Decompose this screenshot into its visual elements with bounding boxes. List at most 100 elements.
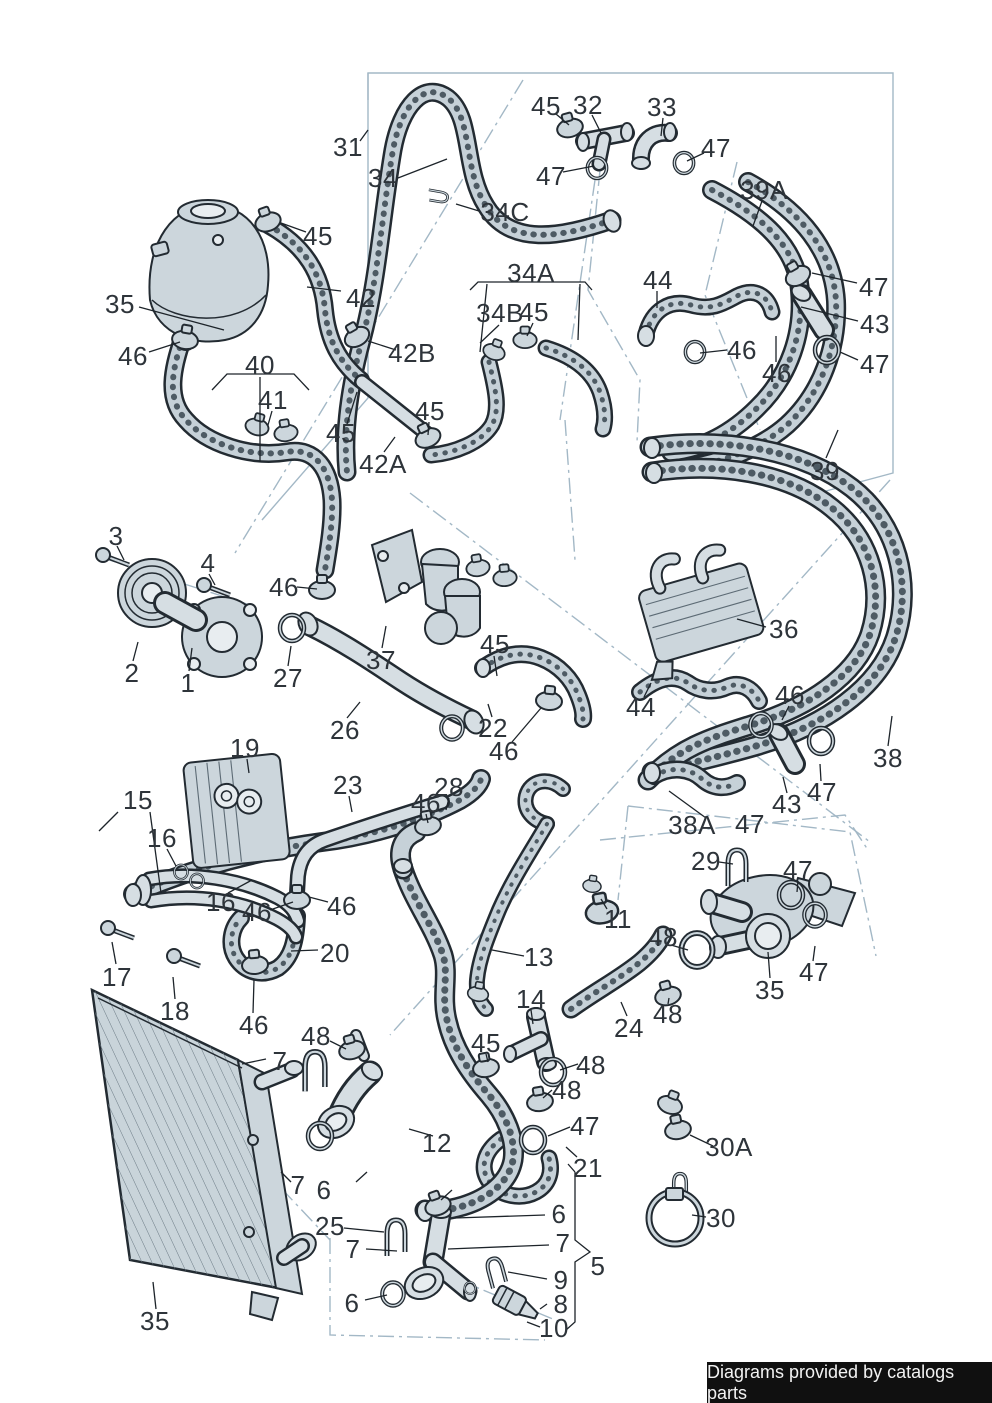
part-label-42: 42 [346,283,376,313]
part-label-48: 48 [301,1021,331,1051]
part-label-17: 17 [102,962,132,992]
part-label-4: 4 [200,548,216,578]
part-label-6: 6 [344,1288,360,1318]
sensor-8-10 [491,1284,539,1320]
part-label-36: 36 [769,614,799,644]
part-label-46: 46 [269,572,299,602]
thermostat-housing-35 [700,872,857,959]
part-label-30: 30 [706,1203,736,1233]
tee-32 [577,122,633,164]
hose-45 [483,654,583,719]
part-label-33: 33 [647,92,677,122]
part-label-10: 10 [539,1313,569,1343]
part-label-5: 5 [590,1251,606,1281]
clamp-30A [654,1086,694,1143]
part-label-45: 45 [415,396,445,426]
part-label-11: 11 [604,904,632,934]
part-label-42A: 42A [359,449,407,479]
footer-credit-text: Diagrams provided by catalogs parts [707,1361,955,1403]
part-label-45: 45 [326,418,356,448]
part-label-34A: 34A [507,258,555,288]
part-label-9: 9 [553,1265,569,1295]
part-label-39A: 39A [740,175,788,205]
part-label-16: 16 [206,887,236,917]
part-label-46: 46 [489,736,519,766]
hose-13 [477,781,563,1009]
part-label-46: 46 [411,788,441,818]
hose-collar [643,437,661,459]
part-label-48: 48 [552,1075,582,1105]
hose-collar [124,883,142,907]
oil-cooler-19 [182,752,291,869]
footer-credit-bar: Diagrams provided by catalogs parts [707,1362,992,1403]
hose-44-low [640,678,759,701]
part-label-45: 45 [471,1028,501,1058]
clamp-30 [645,1171,705,1248]
part-label-38: 38 [873,743,903,773]
part-label-46: 46 [118,341,148,371]
part-label-35: 35 [140,1306,170,1336]
hose-collar [637,325,655,347]
part-label-46: 46 [327,891,357,921]
part-label-20: 20 [320,938,350,968]
hose-collar [475,658,491,678]
part-label-43: 43 [772,789,802,819]
part-label-7: 7 [290,1170,306,1200]
part-label-34B: 34B [476,298,524,328]
part-label-1: 1 [180,668,196,698]
hose-collar [643,762,661,784]
part-label-13: 13 [524,942,554,972]
part-label-27: 27 [273,663,303,693]
part-label-43: 43 [860,309,890,339]
part-label-19: 19 [230,733,260,763]
part-label-46: 46 [775,680,805,710]
part-label-45: 45 [519,297,549,327]
part-label-48: 48 [576,1050,606,1080]
part-label-45: 45 [303,221,333,251]
part-label-48: 48 [653,999,683,1029]
part-label-38A: 38A [668,810,716,840]
part-label-45: 45 [480,629,510,659]
part-label-44: 44 [643,265,673,295]
part-label-7: 7 [555,1228,571,1258]
pipe-collar [463,709,485,735]
part-label-41: 41 [258,385,288,415]
expansion-tank [148,199,270,351]
part-label-48: 48 [648,922,678,952]
components [90,199,857,1322]
water-pump [153,591,263,678]
part-label-46: 46 [762,358,792,388]
hose-34A [546,348,605,429]
hose-38A [654,770,737,788]
part-label-44: 44 [626,692,656,722]
part-label-8: 8 [553,1289,569,1319]
part-label-47: 47 [783,855,813,885]
part-label-35: 35 [105,289,135,319]
part-label-25: 25 [315,1211,345,1241]
part-label-47: 47 [735,809,765,839]
hose-44-top [646,292,772,334]
part-label-29: 29 [691,846,721,876]
part-label-26: 26 [330,715,360,745]
part-label-47: 47 [536,161,566,191]
part-label-22: 22 [478,713,508,743]
part-label-3: 3 [108,521,124,551]
part-label-47: 47 [570,1111,600,1141]
part-label-7: 7 [272,1046,288,1076]
part-label-34: 34 [368,163,398,193]
part-label-31: 31 [333,132,363,162]
oil-cooler-36 [638,543,765,682]
part-label-12: 12 [422,1128,452,1158]
part-label-47: 47 [701,133,731,163]
part-label-28: 28 [434,772,464,802]
part-label-24: 24 [614,1013,644,1043]
part-label-23: 23 [333,770,363,800]
part-label-47: 47 [799,957,829,987]
part-label-2: 2 [124,658,140,688]
part-label-15: 15 [123,785,153,815]
part-label-14: 14 [516,984,546,1014]
hose-collar [602,209,622,233]
hose-collar [393,858,413,874]
